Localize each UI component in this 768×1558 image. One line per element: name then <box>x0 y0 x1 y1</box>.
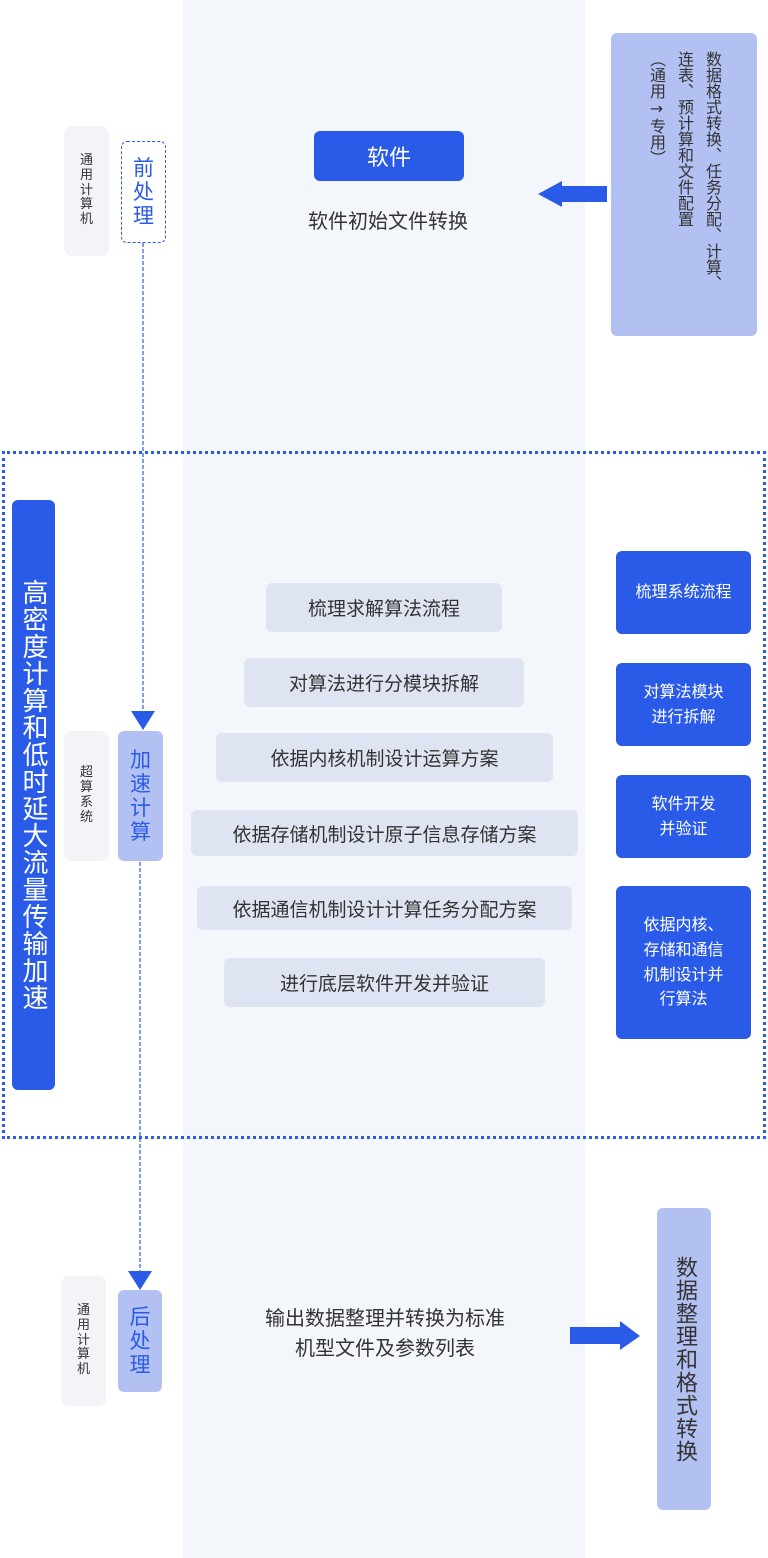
acceleration-side-title: 高密度计算和低时延大流量传输加速 <box>12 500 55 1090</box>
post-right-panel: 数据整理和格式转换 <box>657 1208 711 1510</box>
right-box-2: 对算法模块进行拆解 <box>616 663 751 746</box>
acceleration-region <box>2 451 766 1139</box>
arrow-down-accel <box>131 711 155 730</box>
pre-panel-line-3: （通用→专用） <box>647 51 666 166</box>
software-subtitle: 软件初始文件转换 <box>308 209 468 233</box>
pre-computer-label: 通用计算机 <box>64 126 109 256</box>
accel-stage-label: 加速计算 <box>118 731 163 861</box>
right-box-3: 软件开发并验证 <box>616 775 751 858</box>
post-output-text: 输出数据整理并转换为标准 机型文件及参数列表 <box>265 1306 505 1360</box>
post-computer-label: 通用计算机 <box>61 1276 106 1406</box>
right-box-1: 梳理系统流程 <box>616 551 751 634</box>
step-4: 依据存储机制设计原子信息存储方案 <box>191 810 578 856</box>
step-5: 依据通信机制设计计算任务分配方案 <box>197 886 572 930</box>
pre-stage-label: 前处理 <box>121 141 166 243</box>
pre-right-panel: 数据格式转换、任务分配、计算、 连表、预计算和文件配置 （通用→专用） <box>611 33 757 336</box>
pre-panel-line-2: 连表、预计算和文件配置 <box>675 51 694 227</box>
arrow-left-input <box>538 181 607 207</box>
step-6: 进行底层软件开发并验证 <box>224 958 545 1007</box>
arrow-right-output <box>570 1321 640 1350</box>
supercomputer-system-label: 超算系统 <box>64 731 109 861</box>
step-2: 对算法进行分模块拆解 <box>244 658 524 707</box>
pre-panel-line-1: 数据格式转换、任务分配、计算、 <box>703 51 722 291</box>
step-1: 梳理求解算法流程 <box>266 583 502 632</box>
arrow-down-post <box>128 1271 152 1290</box>
post-stage-label: 后处理 <box>118 1290 162 1392</box>
right-box-4: 依据内核、存储和通信机制设计并行算法 <box>616 886 751 1039</box>
software-button[interactable]: 软件 <box>314 131 464 181</box>
step-3: 依据内核机制设计运算方案 <box>216 733 553 782</box>
